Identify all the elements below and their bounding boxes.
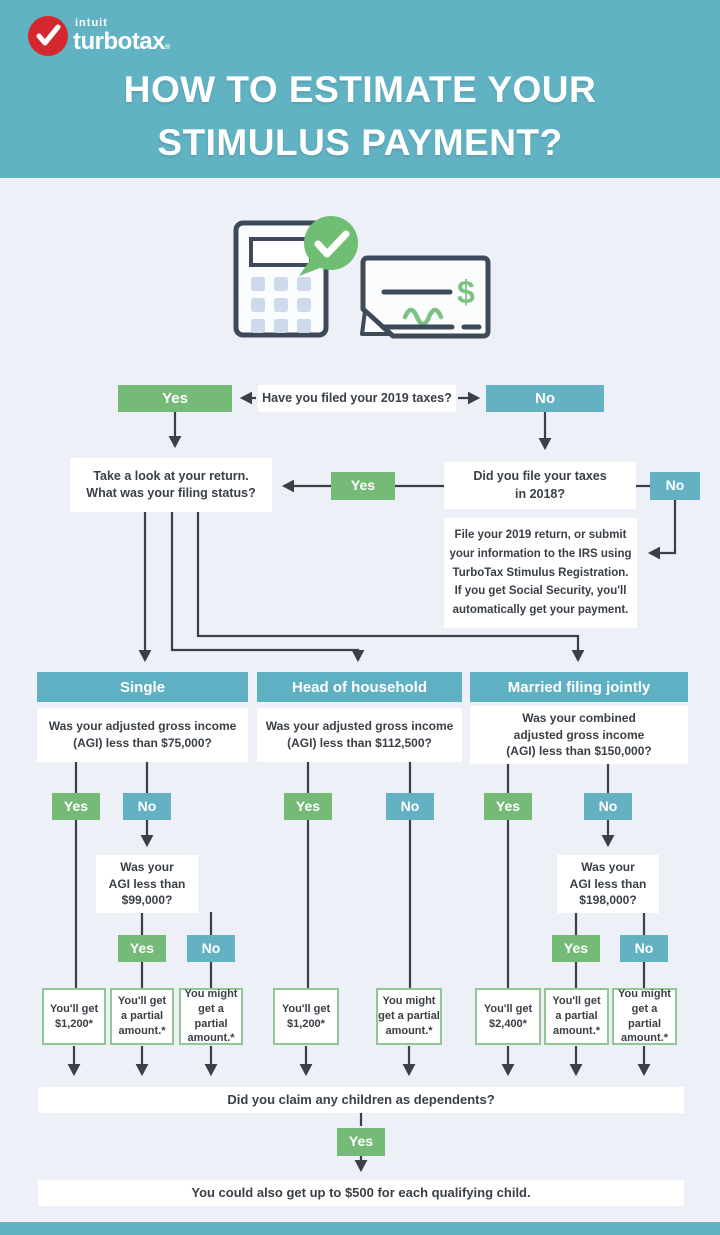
paycheck-icon: $ [360,255,491,339]
intuit-wordmark: intuit [75,17,108,29]
check-badge-icon [299,216,358,276]
result-single-partial: You'll get a partial amount.* [110,988,174,1045]
answer-no-single: No [123,793,171,820]
calculator-buttons [251,277,311,333]
answer-yes-dependents: Yes [337,1128,385,1156]
question-filed-2018: Did you file your taxes in 2018? [444,462,636,509]
answer-no-married-cap: No [620,935,668,962]
question-agi-married: Was your combined adjusted gross income … [470,706,688,764]
result-married-might-partial: You might get a partial amount.* [612,988,677,1045]
question-filing-status: Take a look at your return. What was you… [70,458,272,512]
banner-child-credit: You could also get up to $500 for each q… [38,1180,684,1206]
answer-yes-married: Yes [484,793,532,820]
column-header-single: Single [37,672,248,702]
question-agi-hoh: Was your adjusted gross income (AGI) les… [257,708,462,762]
answer-no-married: No [584,793,632,820]
info-stimulus-registration: File your 2019 return, or submit your in… [444,518,637,628]
dollar-sign-icon: $ [457,274,475,310]
answer-yes-hoh: Yes [284,793,332,820]
footer-bar [0,1222,720,1235]
calculator-icon [233,220,329,338]
question-agi-cap-single: Was your AGI less than $99,000? [96,855,198,913]
turbotax-wordmark: turbotax® [73,28,170,55]
answer-no-filed-2018: No [650,472,700,500]
registered-mark: ® [165,44,170,51]
result-single-full: You'll get $1,200* [42,988,106,1045]
result-married-partial: You'll get a partial amount.* [544,988,609,1045]
logo-wordmarks: intuit turbotax® [73,18,170,54]
answer-yes-married-cap: Yes [552,935,600,962]
check-glyph [36,24,61,46]
answer-yes-single-cap: Yes [118,935,166,962]
banner-dependents-question: Did you claim any children as dependents… [38,1087,684,1113]
answer-yes-single: Yes [52,793,100,820]
result-hoh-might-partial: You might get a partial amount.* [376,988,442,1045]
calculator-check-illustration: $ [233,216,491,339]
column-header-head-of-household: Head of household [257,672,462,702]
page-title-line2: STIMULUS PAYMENT? [157,121,563,163]
answer-no-hoh: No [386,793,434,820]
result-single-might-partial: You might get a partial amount.* [179,988,243,1045]
result-hoh-full: You'll get $1,200* [273,988,339,1045]
column-header-married-filing-jointly: Married filing jointly [470,672,688,702]
question-filed-2019: Have you filed your 2019 taxes? [258,385,456,412]
page-title-line1: HOW TO ESTIMATE YOUR [123,69,597,110]
page-title: HOW TO ESTIMATE YOUR STIMULUS PAYMENT? [0,64,720,169]
answer-no-filed-2019: No [486,385,604,412]
result-married-full: You'll get $2,400* [475,988,541,1045]
turbotax-check-icon [28,16,68,56]
question-agi-single: Was your adjusted gross income (AGI) les… [37,708,248,762]
answer-yes-filed-2019: Yes [118,385,232,412]
header: intuit turbotax® HOW TO ESTIMATE YOUR ST… [0,0,720,178]
question-agi-cap-married: Was your AGI less than $198,000? [557,855,659,913]
answer-no-single-cap: No [187,935,235,962]
answer-yes-filed-2018: Yes [331,472,395,500]
turbotax-logo: intuit turbotax® [28,16,170,56]
